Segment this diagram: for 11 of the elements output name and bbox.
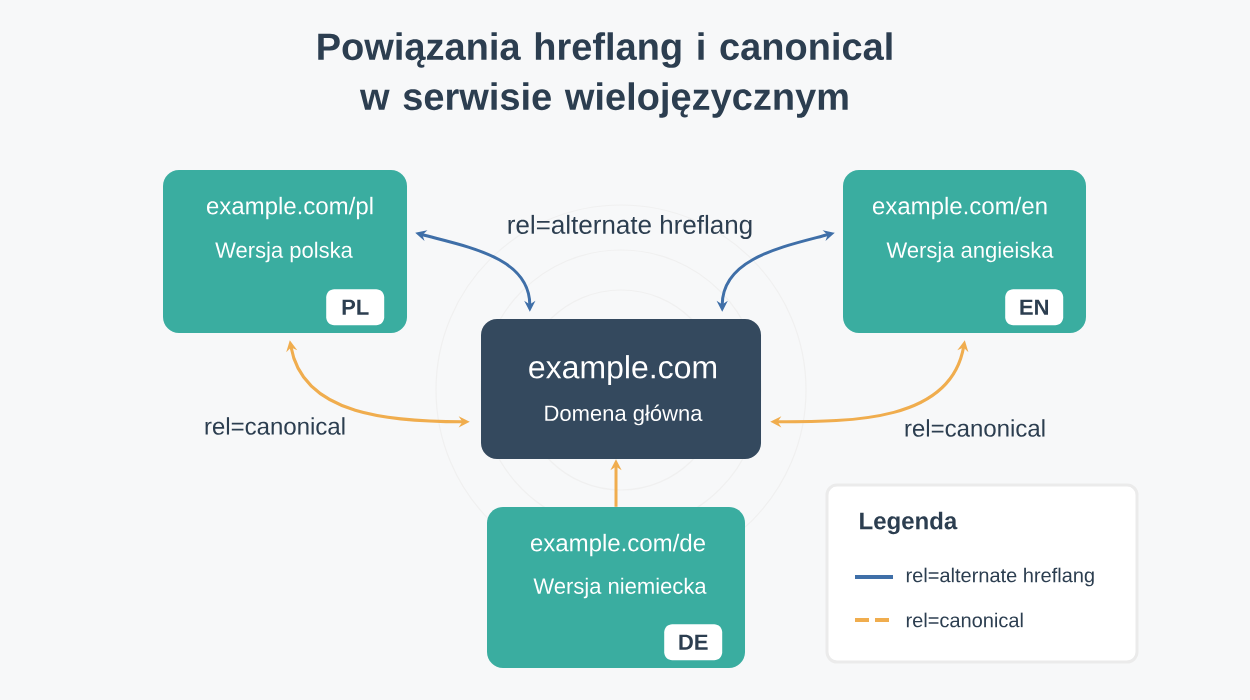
language-badge: DE	[664, 624, 723, 661]
title: Powiązania hreflang i canonical w serwisie wielojęzycznym	[318, 32, 892, 118]
legend-text: rel=alternate hreflang	[906, 567, 1094, 587]
domain-box: example.com Domena główna	[481, 319, 761, 459]
language-badge: PL	[326, 289, 385, 326]
legend-title: Legenda	[860, 511, 958, 535]
edge-label: rel=canonical	[205, 417, 345, 435]
language-badge: EN	[1005, 289, 1064, 326]
annotation-label: rel=alternate hreflang	[508, 214, 752, 240]
legend-text: rel=canonical	[906, 612, 1023, 628]
edge-label: rel=canonical	[905, 419, 1045, 437]
